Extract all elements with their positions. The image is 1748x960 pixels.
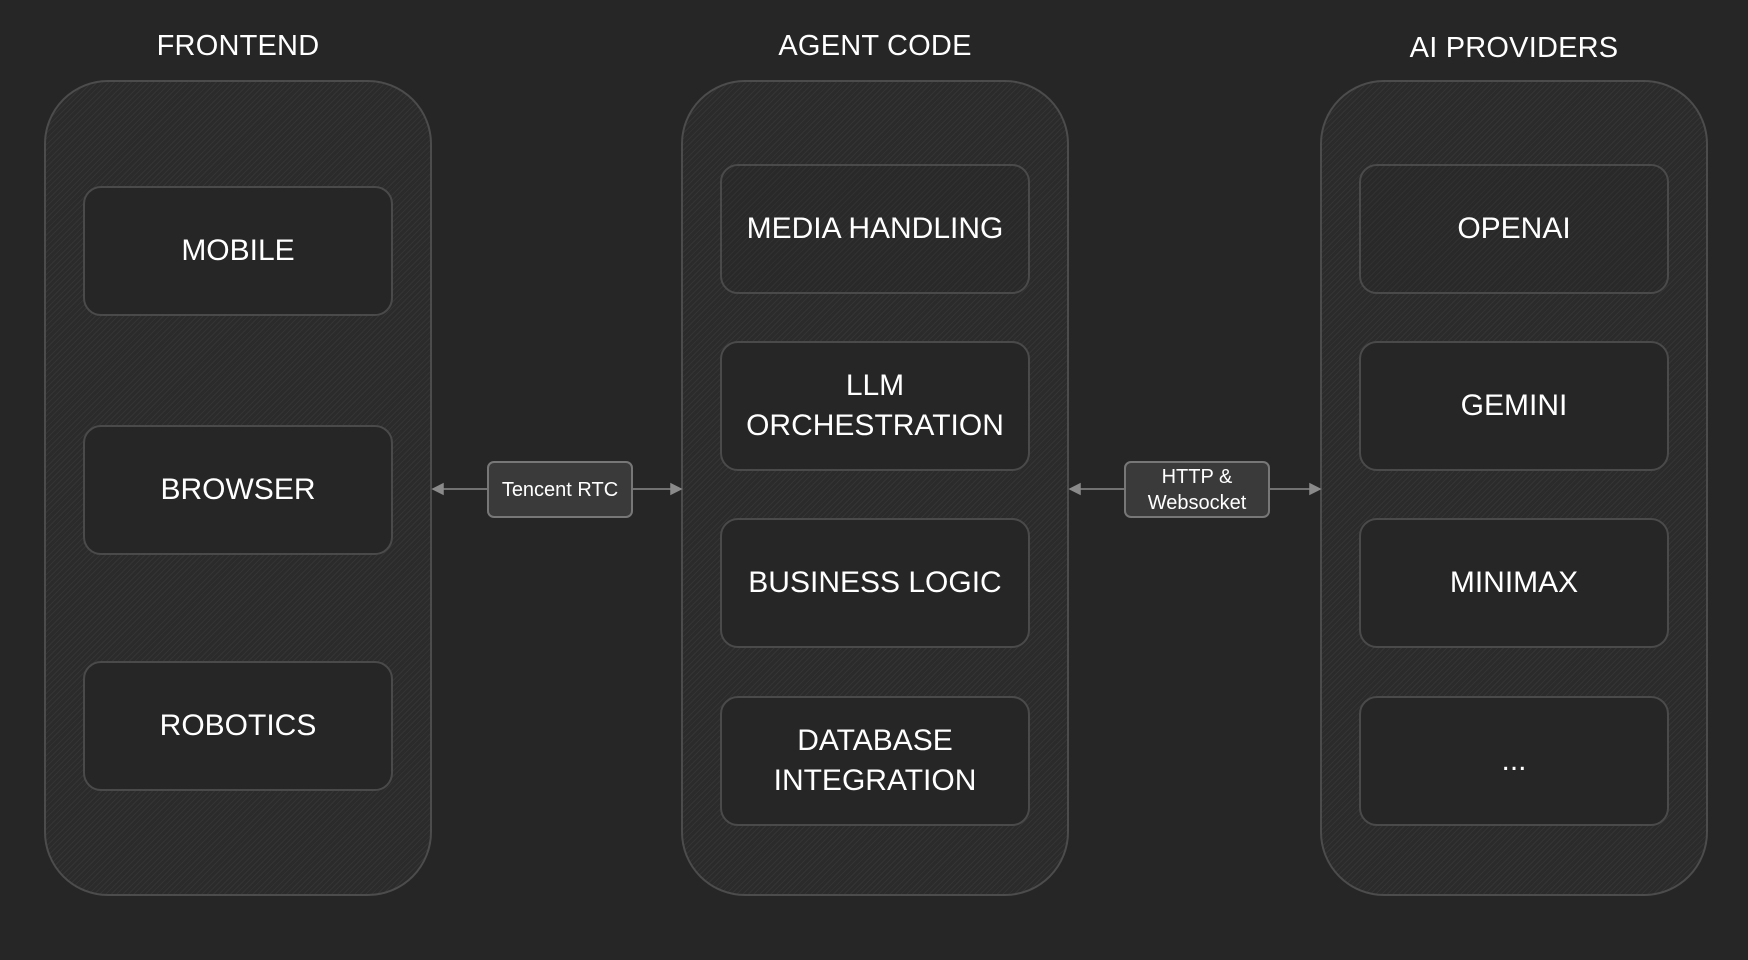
media-handling-box: MEDIA HANDLING [720, 164, 1030, 294]
llm-orchestration-box: LLM ORCHESTRATION [720, 341, 1030, 471]
http-websocket-label: HTTP & Websocket [1124, 461, 1270, 518]
openai-box: OPENAI [1359, 164, 1669, 294]
http-arrowhead-right [1309, 482, 1322, 496]
minimax-box: MINIMAX [1359, 518, 1669, 648]
more-providers-box: ... [1359, 696, 1669, 826]
frontend-container: MOBILE BROWSER ROBOTICS [44, 80, 432, 896]
mobile-box: MOBILE [83, 186, 393, 316]
database-integration-box: DATABASE INTEGRATION [720, 696, 1030, 826]
rtc-arrowhead-right [670, 482, 683, 496]
browser-box: BROWSER [83, 425, 393, 555]
ai-providers-container: OPENAI GEMINI MINIMAX ... [1320, 80, 1708, 896]
gemini-box: GEMINI [1359, 341, 1669, 471]
rtc-arrowhead-left [431, 482, 444, 496]
ai-providers-title: AI PROVIDERS [1409, 32, 1619, 64]
frontend-title: FRONTEND [156, 30, 320, 62]
business-logic-box: BUSINESS LOGIC [720, 518, 1030, 648]
tencent-rtc-label: Tencent RTC [487, 461, 633, 518]
agent-code-container: MEDIA HANDLING LLM ORCHESTRATION BUSINES… [681, 80, 1069, 896]
robotics-box: ROBOTICS [83, 661, 393, 791]
http-arrowhead-left [1068, 482, 1081, 496]
agent-code-title: AGENT CODE [778, 30, 972, 62]
